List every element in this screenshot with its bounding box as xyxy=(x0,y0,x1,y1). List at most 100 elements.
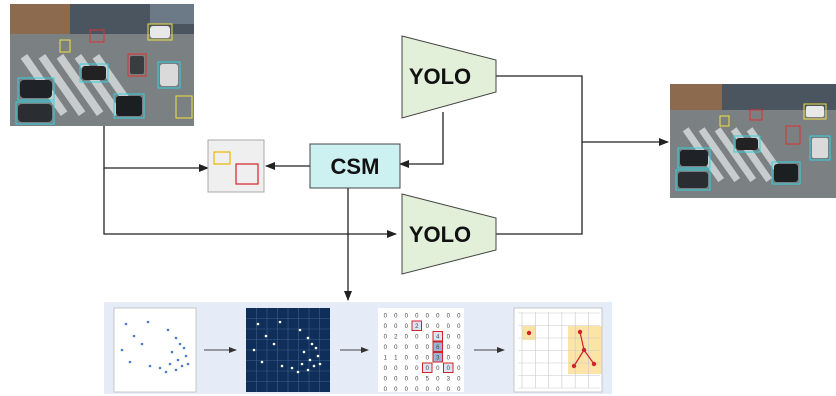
grid-number: 0 xyxy=(457,366,461,372)
grid-point xyxy=(256,322,260,326)
grid-number: 0 xyxy=(447,334,451,340)
yolo-bottom-block: YOLO xyxy=(401,193,497,275)
scatter-point xyxy=(148,364,152,368)
grid-point xyxy=(306,336,310,340)
grid-point xyxy=(278,320,282,324)
grid-number: 0 xyxy=(436,366,440,372)
scatter-point xyxy=(128,360,132,364)
grid-number: 0 xyxy=(415,366,419,372)
grid-number: 0 xyxy=(426,366,430,372)
scatter-point xyxy=(164,370,168,374)
grid-number: 0 xyxy=(457,345,461,351)
grid-number: 2 xyxy=(415,324,419,330)
grid-number: 0 xyxy=(415,387,419,393)
scatter-point xyxy=(132,334,136,338)
grid-number: 0 xyxy=(415,376,419,382)
grid-number: 3 xyxy=(447,376,451,382)
grid-number: 0 xyxy=(415,313,419,319)
grid-point xyxy=(280,364,284,368)
input-to-crop-arrow xyxy=(103,126,209,172)
grid-number: 0 xyxy=(405,376,409,382)
grid-number: 0 xyxy=(457,387,461,393)
scatter-point xyxy=(166,328,170,332)
grid-number: 0 xyxy=(394,376,398,382)
csm-block: CSM xyxy=(309,143,401,189)
grid-number: 0 xyxy=(436,376,440,382)
grid-number: 0 xyxy=(415,355,419,361)
grid-number: 0 xyxy=(436,387,440,393)
grid-number: 0 xyxy=(405,387,409,393)
yolo-top-label: YOLO xyxy=(409,64,471,89)
grid-point xyxy=(302,350,306,354)
yolo-top-block: YOLO xyxy=(401,35,497,119)
grid-point xyxy=(264,334,268,338)
grid-number: 0 xyxy=(384,324,388,330)
grid-number: 0 xyxy=(384,376,388,382)
grid-number: 0 xyxy=(447,345,451,351)
input-image xyxy=(10,4,194,126)
scatter-point xyxy=(186,362,190,366)
grid-number: 0 xyxy=(457,313,461,319)
grid-number: 0 xyxy=(405,366,409,372)
scatter-point xyxy=(180,364,184,368)
grid-number: 0 xyxy=(447,324,451,330)
input-to-yolo-bottom-arrow xyxy=(103,168,397,238)
scatter-point xyxy=(174,336,178,340)
scatter-point xyxy=(124,322,128,326)
crop-region-red xyxy=(235,163,259,185)
grid-number: 0 xyxy=(426,345,430,351)
grid-number: 0 xyxy=(394,324,398,330)
grid-number: 0 xyxy=(415,334,419,340)
grid-number: 2 xyxy=(394,334,398,340)
connectors xyxy=(103,75,669,301)
scatter-point xyxy=(158,366,162,370)
crop-regions-box xyxy=(207,139,265,193)
grid-number: 0 xyxy=(457,334,461,340)
scatter-point xyxy=(176,358,180,362)
grid-number: 0 xyxy=(457,376,461,382)
crop-region-yellow xyxy=(213,151,231,165)
scatter-point xyxy=(170,350,174,354)
grid-number: 0 xyxy=(394,387,398,393)
grid-number: 0 xyxy=(457,355,461,361)
grid-number: 0 xyxy=(384,345,388,351)
grid-number: 0 xyxy=(447,366,451,372)
grid-point xyxy=(300,362,304,366)
grid-number: 0 xyxy=(415,345,419,351)
grid-number: 6 xyxy=(436,345,440,351)
grid-point xyxy=(298,328,302,332)
grid-number: 4 xyxy=(436,334,440,340)
grid-number: 0 xyxy=(436,324,440,330)
dark-grid-panel xyxy=(246,308,330,392)
grid-number: 0 xyxy=(426,334,430,340)
graph-grid-panel xyxy=(513,307,603,393)
grid-number: 0 xyxy=(447,387,451,393)
grid-point xyxy=(272,342,276,346)
grid-point xyxy=(310,342,314,346)
grid-number: 1 xyxy=(394,355,398,361)
scatter-point xyxy=(182,346,186,350)
scatter-point xyxy=(146,320,150,324)
grid-number: 0 xyxy=(457,324,461,330)
grid-number: 3 xyxy=(436,355,440,361)
scatter-point xyxy=(140,342,144,346)
grid-number: 0 xyxy=(405,355,409,361)
grid-point xyxy=(260,360,264,364)
grid-point xyxy=(312,364,316,368)
csm-label: CSM xyxy=(331,154,380,179)
grid-number: 0 xyxy=(384,387,388,393)
grid-number: 0 xyxy=(384,366,388,372)
grid-point xyxy=(308,358,312,362)
grid-number: 0 xyxy=(405,334,409,340)
grid-point xyxy=(252,348,256,352)
yolo-top-to-merge-line xyxy=(496,75,583,235)
yolo-top-to-csm-arrow xyxy=(399,112,444,168)
output-image xyxy=(670,84,836,198)
grid-point xyxy=(316,354,320,358)
scatter-point xyxy=(168,362,172,366)
grid-number: 0 xyxy=(384,313,388,319)
grid-number: 0 xyxy=(426,355,430,361)
grid-number: 5 xyxy=(426,376,430,382)
